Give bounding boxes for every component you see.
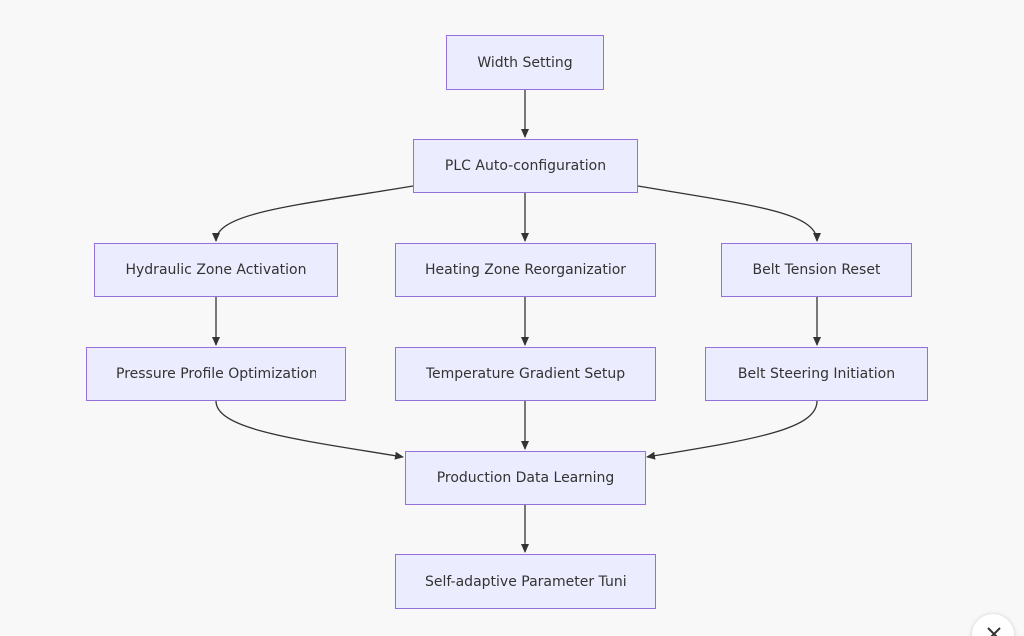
node-width-setting[interactable]: Width Setting bbox=[446, 35, 604, 90]
close-icon bbox=[987, 627, 1001, 636]
node-belt-steering-initiation[interactable]: Belt Steering Initiation bbox=[705, 347, 928, 401]
edge-plc-to-hydraulic bbox=[212, 185, 414, 242]
edge-plc-to-belt-tension bbox=[637, 185, 821, 242]
node-label: Pressure Profile Optimization bbox=[116, 366, 316, 382]
node-belt-tension-reset[interactable]: Belt Tension Reset bbox=[721, 243, 912, 297]
node-pressure-profile-optimization[interactable]: Pressure Profile Optimization bbox=[86, 347, 346, 401]
node-label: Heating Zone Reorganization bbox=[425, 262, 626, 278]
node-label: Belt Steering Initiation bbox=[737, 366, 896, 382]
node-hydraulic-zone-activation[interactable]: Hydraulic Zone Activation bbox=[94, 243, 338, 297]
node-label: Temperature Gradient Setup bbox=[425, 366, 626, 382]
node-label: Width Setting bbox=[477, 54, 573, 71]
node-temperature-gradient-setup[interactable]: Temperature Gradient Setup bbox=[395, 347, 656, 401]
edge-pressure-to-production bbox=[215, 400, 404, 460]
node-label: Self-adaptive Parameter Tuning bbox=[425, 573, 626, 590]
node-self-adaptive-parameter-tuning[interactable]: Self-adaptive Parameter Tuning bbox=[395, 554, 656, 609]
node-label: Hydraulic Zone Activation bbox=[125, 262, 307, 278]
node-plc-auto-configuration[interactable]: PLC Auto-configuration bbox=[413, 139, 638, 193]
node-label: Production Data Learning bbox=[436, 470, 615, 486]
node-production-data-learning[interactable]: Production Data Learning bbox=[405, 451, 646, 505]
node-label: Belt Tension Reset bbox=[752, 262, 881, 278]
node-heating-zone-reorganization[interactable]: Heating Zone Reorganization bbox=[395, 243, 656, 297]
node-label: PLC Auto-configuration bbox=[444, 158, 607, 174]
edge-steering-to-production bbox=[646, 400, 818, 460]
